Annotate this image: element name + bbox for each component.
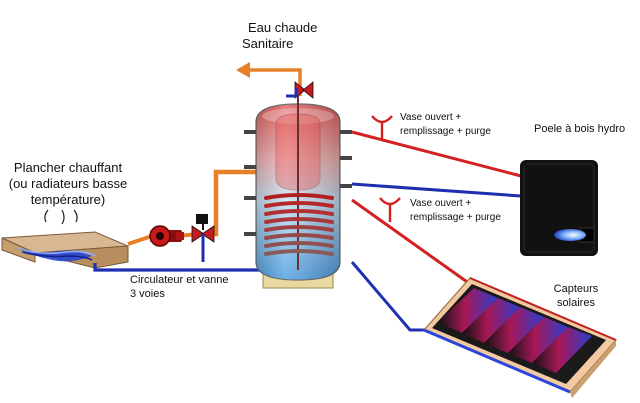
floor-heating-label: Plancher chauffant (ou radiateurs basse … (9, 160, 128, 207)
open-vessel-2-label: Vase ouvert + remplissage + purge (410, 198, 501, 223)
floor-heating-label-line3: température) (31, 192, 105, 207)
stove-hot-pipe (351, 130, 522, 178)
tank-heat-exchanger-coil (264, 193, 334, 256)
tank-fittings (244, 130, 352, 236)
floor-heating-slab (1, 231, 129, 269)
three-way-valve-icon (191, 214, 215, 262)
hot-water-label: Eau chaude Sanitaire (242, 20, 317, 51)
heat-wave-icons (44, 209, 78, 225)
floor-return-pipe (93, 263, 262, 272)
circulator-label-line1: Circulateur et vanne (130, 274, 228, 286)
solar-collectors-label-line2: solaires (557, 297, 595, 309)
open-vessel-2-label-line1: Vase ouvert + (410, 198, 471, 209)
wood-stove (520, 160, 598, 256)
stove-flame-icon (554, 229, 586, 241)
sanitary-valve-icon (286, 81, 314, 99)
open-vessel-1-label-line1: Vase ouvert + (400, 112, 461, 123)
solar-cold-pipe (350, 261, 425, 332)
open-vessel-1-label-line2: remplissage + purge (400, 126, 491, 137)
circulator-label-line2: 3 voies (130, 288, 165, 300)
solar-hot-pipe (351, 198, 471, 286)
solar-collectors (422, 277, 618, 398)
circulator-label: Circulateur et vanne 3 voies (130, 274, 228, 300)
floor-heating-label-line1: Plancher chauffant (14, 160, 123, 175)
hot-water-label-line2: Sanitaire (242, 36, 293, 51)
sanitary-hot-water-pipe (236, 62, 302, 96)
open-vessel-2-label-line2: remplissage + purge (410, 212, 501, 223)
hot-water-label-line1: Eau chaude (248, 20, 317, 35)
storage-tank (255, 96, 341, 289)
open-vessel-1-icon (371, 115, 393, 140)
solar-collectors-label-line1: Capteurs (554, 283, 599, 295)
open-vessel-1-label: Vase ouvert + remplissage + purge (400, 112, 491, 137)
circulator-pump-icon (149, 225, 184, 247)
solar-collectors-label: Capteurs solaires (554, 283, 599, 309)
stove-cold-pipe (351, 182, 522, 198)
stove-label: Poele à bois hydro (534, 123, 625, 135)
floor-heating-label-line2: (ou radiateurs basse (9, 176, 128, 191)
open-vessel-2-icon (379, 197, 401, 222)
